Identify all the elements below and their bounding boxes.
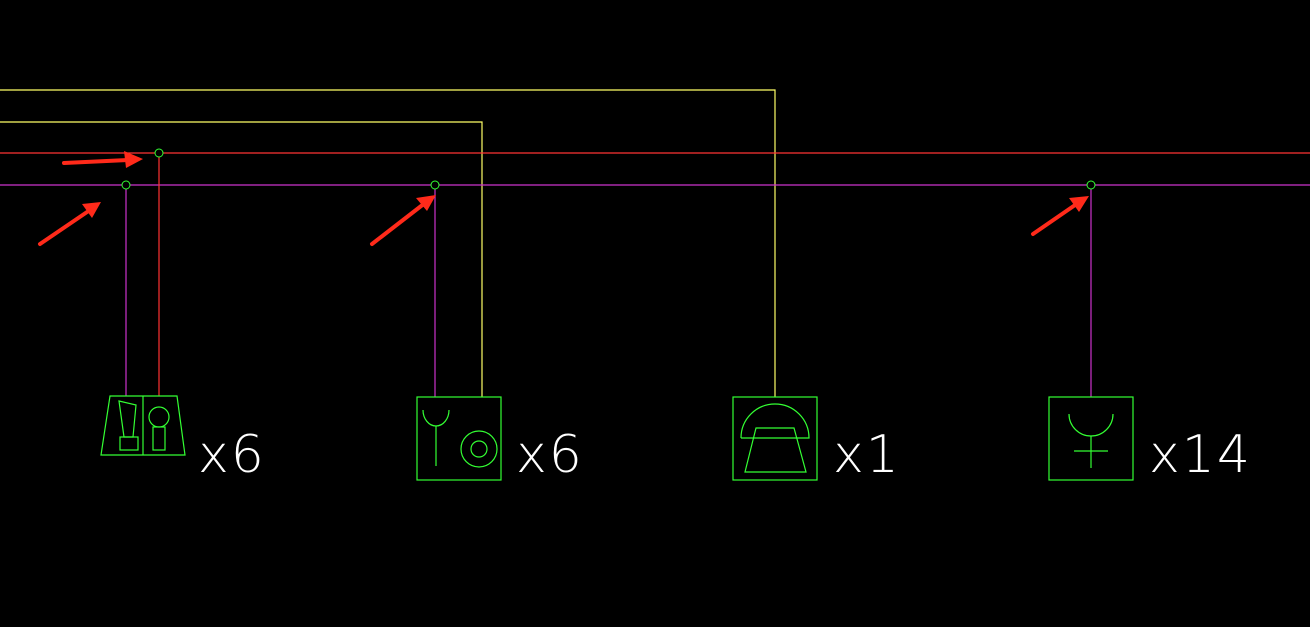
red-arrow-icon bbox=[1031, 196, 1089, 236]
red-arrow-icon bbox=[38, 202, 101, 246]
headphone-outlet-symbol-icon[interactable] bbox=[1048, 396, 1134, 481]
annotation-arrows bbox=[38, 151, 1089, 246]
quantity-label: x1 bbox=[833, 425, 901, 485]
headphone-jack-symbol-icon[interactable] bbox=[416, 396, 502, 481]
red-arrow-icon bbox=[370, 195, 436, 246]
yellow-wire-telephone bbox=[0, 89, 776, 397]
magenta-junction-2 bbox=[430, 180, 440, 190]
quantity-label: x14 bbox=[1149, 425, 1252, 485]
yellow-wire-jack bbox=[0, 121, 483, 397]
quantity-label: x6 bbox=[198, 425, 266, 485]
junctions bbox=[121, 148, 1096, 190]
magenta-junction-3 bbox=[1086, 180, 1096, 190]
loudspeaker-microphone-symbol-icon[interactable] bbox=[100, 395, 186, 456]
wiring bbox=[0, 89, 1310, 397]
red-line-junction bbox=[154, 148, 164, 158]
quantity-labels: x6 x6 x1 x14 bbox=[198, 425, 1252, 485]
magenta-junction-1 bbox=[121, 180, 131, 190]
quantity-label: x6 bbox=[516, 425, 584, 485]
red-arrow-icon bbox=[62, 151, 143, 168]
telephone-symbol-icon[interactable] bbox=[732, 396, 818, 481]
